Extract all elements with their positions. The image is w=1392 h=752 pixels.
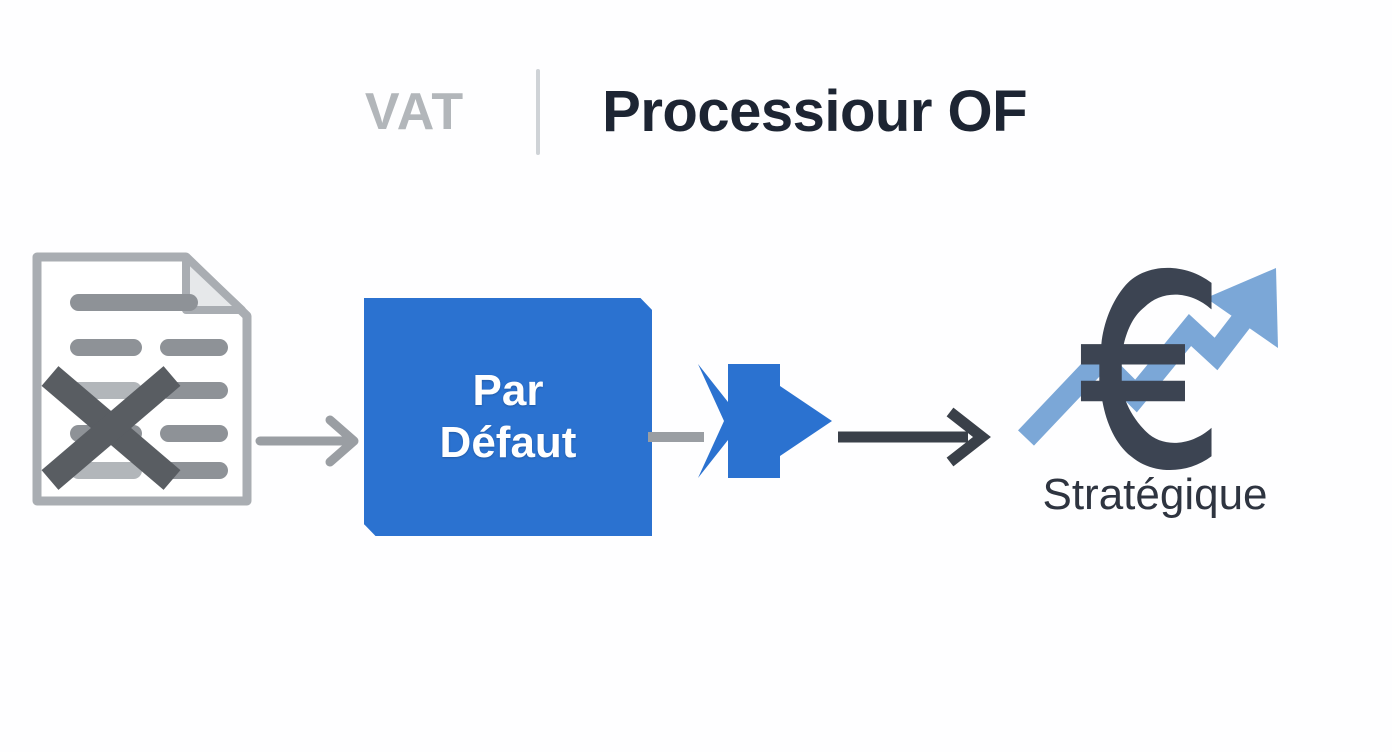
process-flow: Par Défaut	[0, 238, 1392, 548]
outcome-node: Stratégique	[1018, 256, 1290, 538]
process-label-line-1: Par	[472, 366, 544, 416]
thin-arrow-dark-svg	[838, 407, 991, 467]
brand-tag: VAT	[364, 83, 465, 141]
euro-growth-svg	[1018, 267, 1278, 471]
document-x-mark	[41, 366, 181, 490]
process-box-node[interactable]: Par Défaut	[364, 298, 652, 536]
connector-arrow-1	[255, 410, 370, 472]
process-box-label: Par Défaut	[428, 365, 589, 469]
connector-block-arrow-3	[684, 356, 836, 486]
euro-growth-icon	[1018, 256, 1290, 471]
document-rejected-svg	[32, 252, 252, 506]
connector-arrow-4	[836, 406, 1000, 468]
connector-stub-2	[648, 406, 708, 468]
growth-arrowhead	[1206, 268, 1278, 348]
block-arrow-shape	[698, 364, 832, 478]
header: VAT Processiour OF	[0, 62, 1392, 162]
page-title: Processiour OF	[602, 79, 1028, 144]
document-fold-corner	[182, 253, 246, 314]
document-rejected-icon	[28, 248, 256, 510]
stub-line-gray-svg	[648, 432, 704, 442]
block-arrow-blue-svg	[698, 364, 832, 478]
euro-symbol	[1080, 267, 1212, 471]
outcome-label: Stratégique	[1042, 470, 1268, 519]
header-divider	[536, 69, 541, 155]
thin-arrow-gray-svg	[255, 415, 359, 467]
process-label-line-2: Défaut	[439, 418, 577, 467]
process-box[interactable]: Par Défaut	[364, 298, 652, 536]
